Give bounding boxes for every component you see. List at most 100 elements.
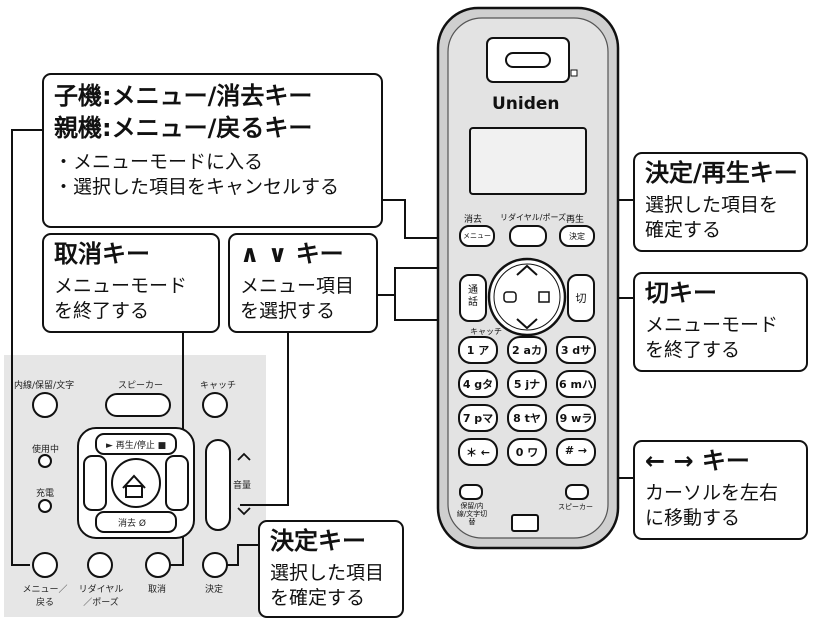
keypad-key-label: 6 mハ xyxy=(559,378,593,391)
keypad-key[interactable] xyxy=(507,404,547,432)
phonebook-icon xyxy=(503,291,517,303)
leftright-key-callout: ← → キー カーソルを左右 に移動する xyxy=(633,440,808,540)
base-redial-pause-key[interactable] xyxy=(87,552,113,578)
base-right-key[interactable] xyxy=(165,455,189,511)
base-volume-rocker[interactable] xyxy=(205,439,231,531)
handset-label-play: 再生 xyxy=(566,215,585,225)
handset-hold-label: 保留/内線/文字切替 xyxy=(456,502,488,526)
base-menu-back-key[interactable] xyxy=(32,552,58,578)
cancel-callout-desc2: を終了する xyxy=(54,300,150,322)
menu-callout-line2: 親機:メニュー/戻るキー xyxy=(54,114,313,142)
keypad-key-label: 0 ワ xyxy=(515,446,539,459)
base-label-cancel: 取消 xyxy=(148,585,167,595)
handset-label-delete: 消去 xyxy=(464,215,483,225)
nav-up-icon xyxy=(516,264,538,276)
handset-menu-key-label: メニュー xyxy=(463,232,491,240)
keypad-key-label: 9 wラ xyxy=(559,412,593,425)
home-icon xyxy=(122,474,146,498)
confirm-play-callout-title: 決定/再生キー xyxy=(645,159,798,187)
keypad-key[interactable] xyxy=(458,336,498,364)
memo-icon xyxy=(538,291,550,303)
menu-callout-desc1: ・メニューモードに入る xyxy=(54,151,264,173)
base-catch-key[interactable] xyxy=(202,392,228,418)
keypad-key-label: 7 pマ xyxy=(462,412,494,425)
base-home-key[interactable] xyxy=(111,458,161,508)
keypad-key[interactable] xyxy=(556,438,596,466)
updown-key-callout: ∧ ∨ キー メニュー項目 を選択する xyxy=(228,233,378,333)
keypad-key-label: # → xyxy=(564,444,588,457)
keypad-key[interactable] xyxy=(458,404,498,432)
handset-talk-key[interactable] xyxy=(459,274,487,322)
base-label-delete: 消去 Ø xyxy=(118,519,146,529)
brand-logo: Uniden xyxy=(492,94,560,114)
base-speaker-key[interactable] xyxy=(105,393,171,417)
keypad-key-label: 1 ア xyxy=(466,344,490,357)
handset-off-key[interactable] xyxy=(567,274,595,322)
keypad-key[interactable] xyxy=(556,336,596,364)
handset-talk-label: 通話 xyxy=(468,285,478,308)
keypad-key[interactable] xyxy=(458,370,498,398)
handset-confirm-key-label: 決定 xyxy=(569,232,585,241)
base-cancel-key[interactable] xyxy=(145,552,171,578)
base-delete-key[interactable] xyxy=(95,511,177,533)
base-left-key[interactable] xyxy=(83,455,107,511)
base-label-confirm: 決定 xyxy=(205,585,224,595)
base-label-catch: キャッチ xyxy=(200,381,237,391)
base-label-redial-pause: リダイヤル／ポーズ xyxy=(78,585,124,608)
confirm-callout-desc1: 選択した項目 xyxy=(270,562,385,584)
updown-callout-desc2: を選択する xyxy=(240,300,336,322)
base-intercom-key[interactable] xyxy=(32,392,58,418)
chevron-down-icon xyxy=(237,507,251,516)
keypad-key[interactable] xyxy=(458,438,498,466)
confirm-key-callout: 決定キー 選択した項目 を確定する xyxy=(258,520,404,618)
leftright-callout-title: ← → キー xyxy=(645,447,750,475)
keypad-key-label: 5 jナ xyxy=(513,378,541,391)
nav-down-icon xyxy=(516,318,538,330)
menu-callout-line1: 子機:メニュー/消去キー xyxy=(54,82,313,110)
handset-speaker-label: スピーカー xyxy=(558,503,593,511)
handset-speaker-key[interactable] xyxy=(565,484,589,500)
keypad-key[interactable] xyxy=(507,438,547,466)
updown-callout-desc1: メニュー項目 xyxy=(240,275,355,297)
keypad-key-label: 3 dサ xyxy=(560,344,592,357)
cancel-callout-desc1: メニューモード xyxy=(54,275,188,297)
off-callout-desc1: メニューモード xyxy=(645,314,779,336)
cancel-callout-title: 取消キー xyxy=(54,240,150,268)
keypad-key[interactable] xyxy=(556,404,596,432)
off-callout-desc2: を終了する xyxy=(645,339,741,361)
keypad-key[interactable] xyxy=(507,336,547,364)
keypad-key[interactable] xyxy=(507,370,547,398)
base-label-speaker: スピーカー xyxy=(118,381,164,391)
base-label-charging: 充電 xyxy=(36,489,55,499)
handset-hold-key[interactable] xyxy=(459,484,483,500)
handset-charge-contact xyxy=(511,514,539,532)
base-play-stop-key[interactable] xyxy=(95,433,177,455)
handset-off-label: 切 xyxy=(575,292,587,305)
keypad-key-label: ＊ ← xyxy=(465,446,491,459)
updown-callout-title: ∧ ∨ キー xyxy=(240,240,344,268)
handset-nav-disc[interactable] xyxy=(487,257,567,337)
menu-callout-desc2: ・選択した項目をキャンセルする xyxy=(54,176,340,198)
handset-confirm-key[interactable] xyxy=(559,225,595,247)
confirm-play-key-callout: 決定/再生キー 選択した項目を 確定する xyxy=(633,152,808,252)
keypad-key[interactable] xyxy=(556,370,596,398)
handset-label-redial-pause: リダイヤル/ポーズ xyxy=(500,213,567,222)
base-confirm-key[interactable] xyxy=(202,552,228,578)
keypad-key-label: 4 gタ xyxy=(462,378,494,391)
handset-display xyxy=(469,127,587,195)
confirm-play-callout-desc1: 選択した項目を xyxy=(645,194,779,216)
off-key-callout: 切キー メニューモード を終了する xyxy=(633,272,808,372)
base-label-intercom: 内線/保留/文字 xyxy=(14,381,75,391)
confirm-callout-desc2: を確定する xyxy=(270,587,366,609)
base-label-volume: 音量 xyxy=(233,481,252,491)
handset-catch-label: キャッチ xyxy=(470,327,502,336)
handset-redial-key[interactable] xyxy=(509,225,547,247)
confirm-play-callout-desc2: 確定する xyxy=(645,219,722,241)
menu-key-callout: 子機:メニュー/消去キー 親機:メニュー/戻るキー ・メニューモードに入る ・選… xyxy=(42,73,383,228)
confirm-callout-title: 決定キー xyxy=(270,527,366,555)
handset-menu-key[interactable] xyxy=(459,225,495,247)
base-label-in-use: 使用中 xyxy=(32,445,60,455)
cancel-key-callout: 取消キー メニューモード を終了する xyxy=(42,233,220,333)
